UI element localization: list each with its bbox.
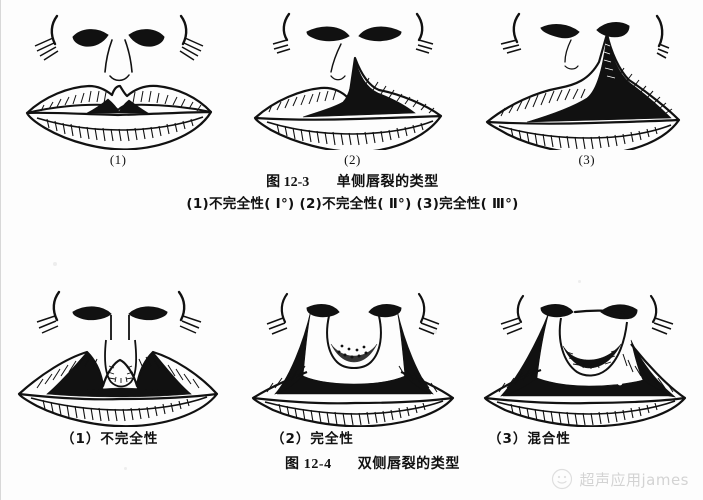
scan-speck bbox=[53, 262, 57, 266]
illustration-bilateral-mixed bbox=[484, 294, 687, 427]
panel-label-bilateral-incomplete: （1）不完全性 bbox=[61, 431, 159, 447]
illustration-bilateral-complete bbox=[251, 292, 455, 427]
panel-index: (2) bbox=[344, 152, 361, 167]
figure-12-4-title-text: 双侧唇裂的类型 bbox=[357, 456, 460, 472]
illustration-unilateral-incomplete-grade-2 bbox=[253, 12, 443, 150]
figure-12-3-caption: 图 12-3 单侧唇裂的类型 (1)不完全性( Ⅰ°) (2)不完全性( Ⅱ°)… bbox=[1, 172, 703, 214]
figure-12-3-title: 图 12-3 单侧唇裂的类型 bbox=[1, 172, 703, 193]
watermark-text: 超声应用james bbox=[579, 470, 689, 489]
illustration-bilateral-incomplete bbox=[17, 290, 218, 427]
panel-label-bilateral-mixed: （3）混合性 bbox=[488, 431, 571, 447]
unilateral-panel-row: (1) bbox=[1, 0, 703, 168]
bilateral-panel-row bbox=[1, 282, 703, 427]
figure-panel-bilateral-complete bbox=[240, 282, 465, 427]
figure-12-4-panel-labels: （1）不完全性 （2）完全性 （3）混合性 图 12-4 双侧唇裂的类型 bbox=[1, 427, 703, 472]
illustration-unilateral-complete-grade-3 bbox=[486, 12, 681, 150]
figure-12-3: (1) bbox=[1, 0, 703, 230]
figure-12-3-number: 图 12-3 bbox=[266, 175, 310, 190]
figure-12-4-caption: 图 12-4 双侧唇裂的类型 bbox=[1, 453, 703, 473]
figure-panel-unilateral-incomplete-1: (1) bbox=[6, 0, 231, 168]
scan-speck bbox=[578, 280, 581, 283]
panel-index: (3) bbox=[578, 152, 596, 167]
figure-panel-unilateral-incomplete-2: (2) bbox=[240, 0, 465, 168]
scan-speck bbox=[433, 330, 437, 334]
panel-label-bilateral-complete: （2）完全性 bbox=[271, 431, 354, 447]
illustration-unilateral-incomplete-grade-1 bbox=[25, 14, 212, 150]
figure-12-4: （1）不完全性 （2）完全性 （3）混合性 图 12-4 双侧唇裂的类型 bbox=[1, 282, 703, 500]
figure-panel-unilateral-complete-3: (3) bbox=[474, 0, 699, 168]
figure-12-3-title-text: 单侧唇裂的类型 bbox=[336, 174, 439, 190]
watermark: 超声应用james bbox=[551, 468, 689, 490]
figure-12-4-number: 图 12-4 bbox=[285, 457, 332, 472]
panel-index: (1) bbox=[109, 152, 127, 167]
figure-panel-bilateral-mixed bbox=[474, 282, 699, 427]
scan-speck bbox=[124, 467, 127, 470]
figure-panel-bilateral-incomplete bbox=[6, 282, 231, 427]
figure-12-3-subcaption: (1)不完全性( Ⅰ°) (2)不完全性( Ⅱ°) (3)完全性( Ⅲ°) bbox=[186, 196, 519, 212]
wechat-face-logo-icon bbox=[552, 468, 573, 490]
